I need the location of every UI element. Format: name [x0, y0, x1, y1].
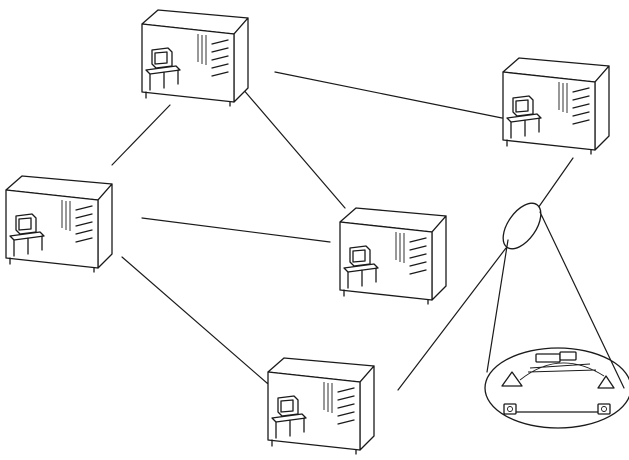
mainframe-cabinet-icon — [503, 58, 609, 154]
node-center — [340, 208, 446, 304]
node-bottom — [268, 358, 374, 454]
link-left-to-center — [142, 218, 330, 242]
link-top-left-to-center — [242, 88, 345, 208]
terminal-icon — [598, 376, 614, 388]
local-network-cluster — [485, 348, 629, 428]
printer-icon — [536, 354, 560, 362]
printer-icon — [560, 352, 576, 360]
link-top-left-to-left — [112, 105, 170, 165]
terminal-icon — [504, 404, 516, 414]
mainframe-cabinet-icon — [340, 208, 446, 304]
mainframe-cabinet-icon — [6, 176, 112, 272]
link-left-to-bottom — [122, 257, 275, 390]
link-top-left-to-top-right — [275, 72, 502, 118]
terminal-icon — [598, 404, 610, 414]
mainframe-cabinet-icon — [142, 10, 248, 106]
node-left — [6, 176, 112, 272]
link-top-right-to-gateway — [538, 158, 573, 208]
node-top-left — [142, 10, 248, 106]
terminal-icon — [502, 372, 522, 386]
mainframe-cabinet-icon — [268, 358, 374, 454]
node-top-right — [503, 58, 609, 154]
